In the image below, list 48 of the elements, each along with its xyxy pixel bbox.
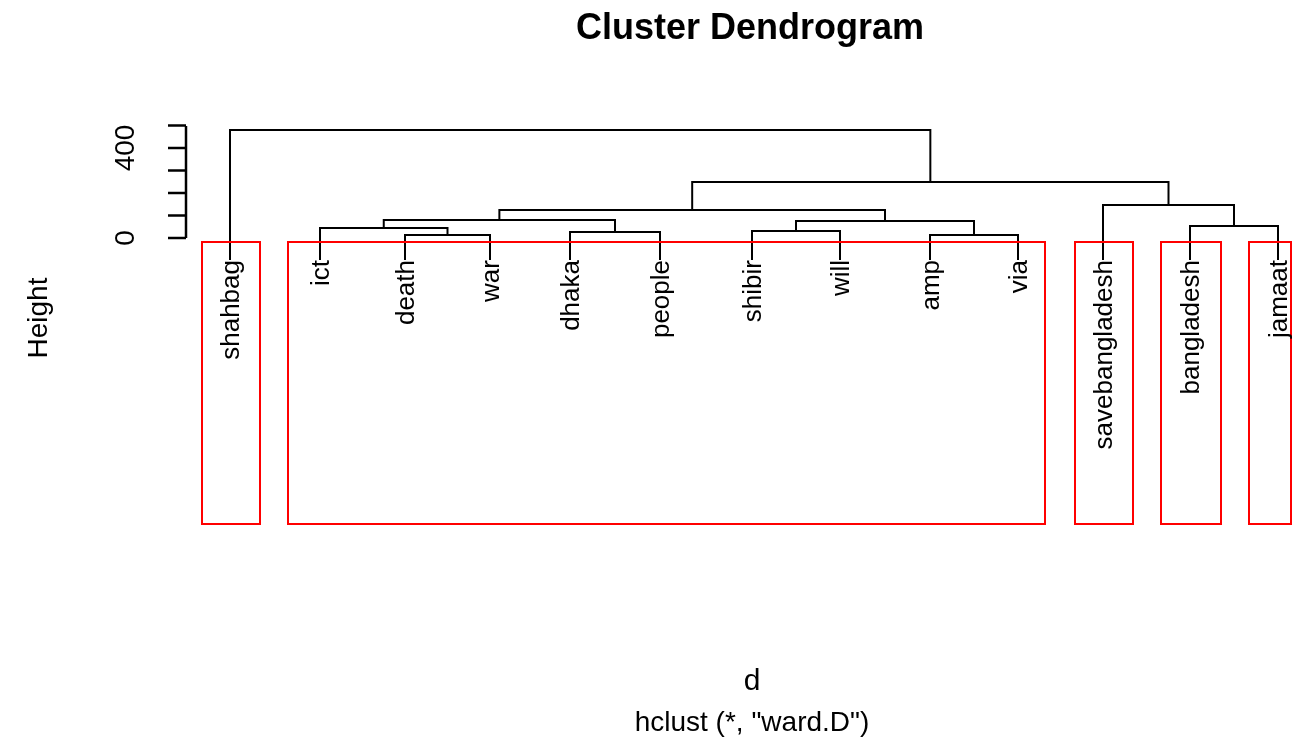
leaf-label: shahbag [217,260,243,360]
branch-line [498,210,501,220]
branch-line [1277,226,1279,261]
leaf-label: shibir [739,260,765,323]
leaf-label: savebangladesh [1090,260,1116,450]
branch-line [319,228,321,261]
branch-line [929,130,932,182]
branch-line [1167,182,1170,205]
branch-line [751,231,753,261]
branch-line [1102,205,1104,261]
leaf-label: amp [917,260,943,311]
tick-label: 400 [111,124,139,172]
leaf-label: will [827,260,853,297]
cluster-rectangle [287,241,1046,525]
branch-line [1189,226,1191,261]
leaf-label: via [1005,260,1031,294]
axis-title: d [743,665,761,695]
branch-line [929,235,931,261]
tick-label: 0 [111,230,139,246]
leaf-label: death [392,260,418,326]
branch-line [884,210,886,221]
leaf-label: jamaat [1265,260,1291,339]
subtitle: hclust (*, "ward.D") [634,708,870,736]
branch-line [229,130,231,261]
cluster-rectangle [1160,241,1222,525]
branch-line [659,232,661,261]
leaf-label: people [647,260,673,339]
branch-line [404,235,406,261]
cluster-rectangle [201,241,261,525]
branch-line [795,221,797,231]
chart-title: Cluster Dendrogram [574,6,926,48]
axis-title: Height [24,277,52,359]
branch-line [973,221,975,235]
leaf-label: dhaka [557,260,583,331]
cluster-rectangle [1248,241,1292,525]
leaf-label: war [477,260,503,302]
branch-line [1017,235,1019,261]
branch-line [839,231,841,261]
branch-line [446,228,449,235]
cluster-rectangle [1074,241,1134,525]
branch-line [614,220,616,232]
branch-line [569,232,571,261]
branch-line [1233,205,1235,226]
leaf-label: ict [307,260,333,286]
branch-line [691,182,694,210]
branch-line [382,220,385,228]
leaf-label: bangladesh [1177,260,1203,395]
branch-line [489,235,491,261]
